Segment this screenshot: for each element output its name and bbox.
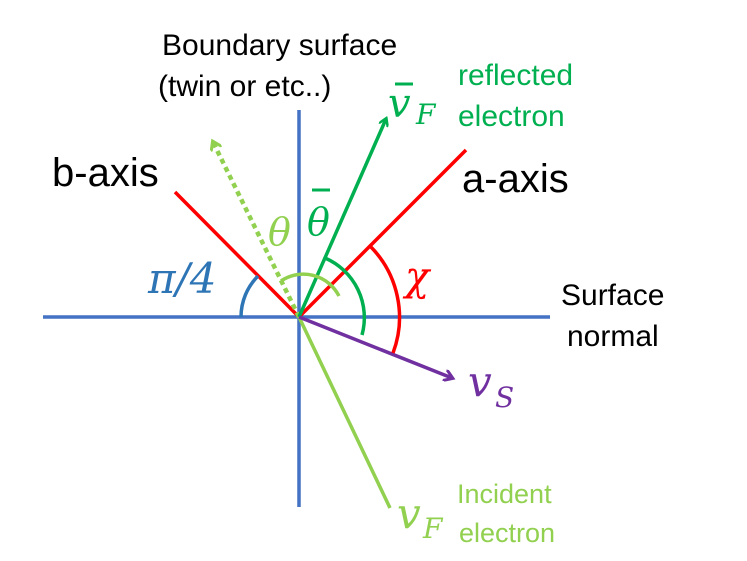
surface-normal-label-line1: Surface <box>561 279 664 312</box>
b-axis-label: b-axis <box>52 151 159 195</box>
reflected-electron-label-line1: reflected <box>458 59 573 92</box>
reflected-electron-arrow <box>297 119 386 318</box>
boundary-surface-label-line2: (twin or etc..) <box>158 70 331 103</box>
incident-electron-label-line2: electron <box>459 518 555 548</box>
boundary-surface-label-line1: Boundary surface <box>162 29 397 62</box>
chi-arc <box>368 244 402 354</box>
a-axis-label: a-axis <box>462 157 569 201</box>
b-axis-line <box>173 190 301 319</box>
vs-symbol-main: v <box>468 357 492 406</box>
reflected-electron-label-line2: electron <box>458 100 565 133</box>
theta-bar-symbol: θ <box>307 200 330 244</box>
chi-symbol: χ <box>402 254 432 300</box>
theta-arc <box>280 272 341 297</box>
vs-vector-arrow <box>298 315 452 378</box>
pi-over-4-symbol: π/4 <box>147 254 216 303</box>
theta-bar-arc <box>324 256 367 336</box>
dashed-reflected-arrow <box>213 142 302 318</box>
vs-symbol-sub: S <box>495 381 514 414</box>
vf-incident-symbol-main: v <box>397 489 421 538</box>
surface-normal-label-line2: normal <box>567 320 659 353</box>
pi-over-4-arc <box>239 274 260 318</box>
vf-incident-symbol-sub: F <box>422 512 444 545</box>
incident-electron-label-line1: Incident <box>457 479 552 509</box>
theta-symbol: θ <box>268 210 291 254</box>
vf-bar-symbol-main: v <box>388 81 411 127</box>
a-axis-line <box>297 148 468 319</box>
incident-electron-line <box>297 316 392 509</box>
vf-bar-symbol-sub: F <box>415 98 437 131</box>
